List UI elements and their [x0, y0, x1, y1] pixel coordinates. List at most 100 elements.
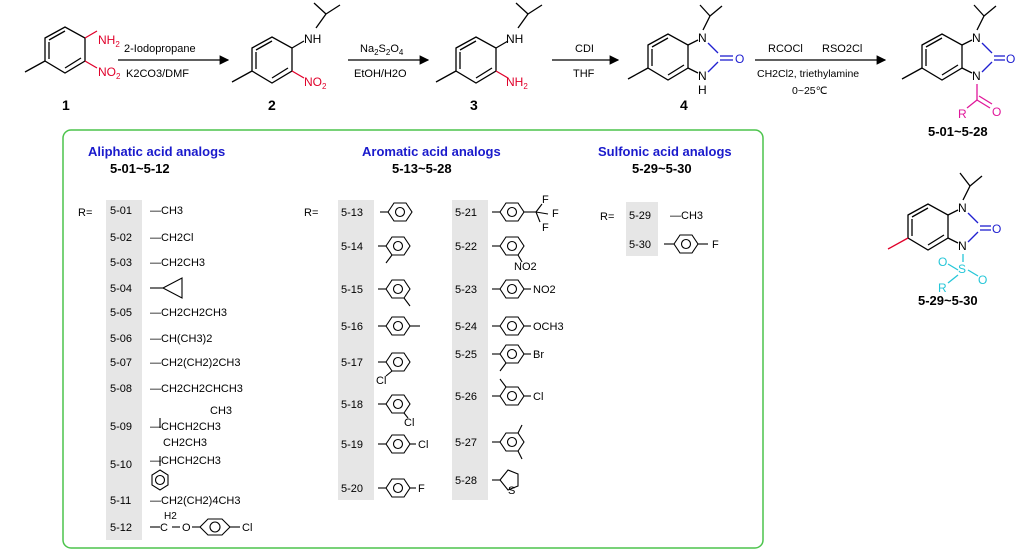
list-item-id: 5-15: [341, 284, 363, 296]
list-item-sub: Cl: [376, 375, 386, 387]
compound-4-label: 4: [680, 97, 688, 113]
list-item-group: C: [160, 522, 168, 534]
list-item-group: —CH2Cl: [150, 232, 193, 244]
list-item-group: —CH2CH2CH3: [150, 307, 227, 319]
compound-1-label: 1: [62, 97, 70, 113]
list-item-group: —CHCH2CH3: [150, 455, 221, 467]
product-acyl-n-label: N: [972, 31, 981, 45]
step2-reagent-top: Na2S2O4: [360, 43, 404, 57]
list-item-extra: CH3: [210, 405, 232, 417]
list-item-id: 5-13: [341, 207, 363, 219]
list-item-sub: Br: [533, 349, 544, 361]
product-sulfonyl-structure: [887, 172, 991, 284]
aliphatic-id-column: [106, 200, 142, 540]
step2-reagent-bottom: EtOH/H2O: [354, 68, 407, 80]
sulfonic-id-column: [626, 202, 658, 256]
list-item-sub: OCH3: [533, 321, 564, 333]
compound-3-nh-label: NH: [506, 32, 523, 46]
compound-2-nh-label: NH: [304, 32, 321, 46]
aromatic-right-rings: [492, 202, 549, 491]
product-sulfonyl-r-label: R: [938, 281, 947, 295]
list-item-id: 5-21: [455, 207, 477, 219]
list-item-sub: S: [508, 485, 515, 497]
product-sulfonyl-n2-label: N: [958, 239, 967, 253]
list-item-id: 5-14: [341, 241, 363, 253]
compound-1-structure: [24, 26, 98, 74]
list-item-sub: Cl: [533, 391, 543, 403]
list-item-extra: CH2CH3: [163, 437, 207, 449]
list-item-id: 5-01: [110, 205, 132, 217]
step4-reagent-top-a: RCOCl: [768, 43, 803, 55]
step3-reagent-bottom: THF: [573, 68, 595, 80]
list-item-id: 5-08: [110, 383, 132, 395]
list-item-id: 5-12: [110, 522, 132, 534]
compound-3-structure: [435, 2, 543, 84]
step4-reagent-mid: CH2Cl2, triethylamine: [757, 68, 859, 80]
list-item-group: —CH2CH2CHCH3: [150, 383, 243, 395]
product-acyl-r-label: R: [958, 107, 967, 121]
list-item-id: 5-11: [110, 495, 131, 507]
aliphatic-range: 5-01~5-12: [110, 161, 170, 176]
list-item-id: 5-03: [110, 257, 132, 269]
list-item-sub: NO2: [533, 284, 556, 296]
aromatic-left-list: 5-13 5-14 5-15 5-16 5-17 Cl 5-18 Cl 5-19…: [341, 207, 428, 495]
list-item-sub: Cl: [418, 439, 428, 451]
list-item-id: 5-30: [629, 239, 651, 251]
list-item-id: 5-20: [341, 483, 363, 495]
product-acyl-o-label: O: [1006, 52, 1015, 66]
product-sulfonyl-o3-label: O: [978, 273, 987, 287]
list-item-id: 5-22: [455, 241, 477, 253]
analogs-panel: [62, 129, 764, 549]
product-acyl-structure: [901, 4, 1005, 109]
product-acyl-o2-label: O: [992, 105, 1001, 119]
list-item-id: 5-29: [629, 210, 651, 222]
product-acyl-n2-label: N: [972, 69, 981, 83]
product-sulfonyl-label: 5-29~5-30: [918, 293, 978, 308]
aliphatic-r-label: R=: [78, 207, 92, 219]
list-item-group: —CH(CH3)2: [150, 333, 212, 345]
list-item-id: 5-23: [455, 284, 477, 296]
aromatic-range: 5-13~5-28: [392, 161, 452, 176]
aromatic-r-label: R=: [304, 207, 318, 219]
list-item-id: 5-16: [341, 321, 363, 333]
compound-1-nh2-label: NH2: [98, 33, 120, 49]
sulfonic-r-label: R=: [600, 211, 614, 223]
list-item-sub: F: [418, 483, 425, 495]
list-item-group: —CH3: [670, 210, 703, 222]
step4-reagent-top-b: RSO2Cl: [822, 43, 862, 55]
aromatic-right-id-column: [452, 200, 488, 500]
aromatic-left-id-column: [338, 200, 374, 500]
list-item-id: 5-27: [455, 437, 477, 449]
product-sulfonyl-o2-label: O: [938, 255, 947, 269]
compound-1-no2-label: NO2: [98, 65, 121, 81]
product-acyl-label: 5-01~5-28: [928, 124, 988, 139]
compound-3-label: 3: [470, 97, 478, 113]
step1-reagent-top: 2-Iodopropane: [124, 43, 196, 55]
list-item-id: 5-19: [341, 439, 363, 451]
product-sulfonyl-s-label: S: [958, 262, 966, 276]
aliphatic-ring-drawings: [150, 277, 240, 536]
list-item-id: 5-24: [455, 321, 477, 333]
compound-2-label: 2: [268, 97, 276, 113]
list-item-id: 5-06: [110, 333, 132, 345]
list-item-group: —CH2(CH2)2CH3: [150, 357, 240, 369]
aromatic-title: Aromatic acid analogs: [362, 144, 501, 159]
list-item-sub: F: [542, 194, 549, 206]
list-item-group: O: [182, 522, 191, 534]
list-item-id: 5-05: [110, 307, 132, 319]
list-item-group: —CH3: [150, 205, 183, 217]
list-item-sub: F: [552, 208, 559, 220]
list-item-id: 5-25: [455, 349, 477, 361]
compound-4-n2-label: N: [698, 69, 707, 83]
compound-2-no2-label: NO2: [304, 75, 327, 91]
list-item-id: 5-18: [341, 399, 363, 411]
list-item-id: 5-10: [110, 459, 132, 471]
list-item-sub: Cl: [404, 417, 414, 429]
list-item-id: 5-04: [110, 283, 132, 295]
sulfonic-ring-drawing: [664, 234, 708, 254]
list-item-id: 5-17: [341, 357, 363, 369]
step3-reagent-top: CDI: [575, 43, 594, 55]
product-sulfonyl-o-label: O: [992, 222, 1001, 236]
list-item-id: 5-07: [110, 357, 132, 369]
